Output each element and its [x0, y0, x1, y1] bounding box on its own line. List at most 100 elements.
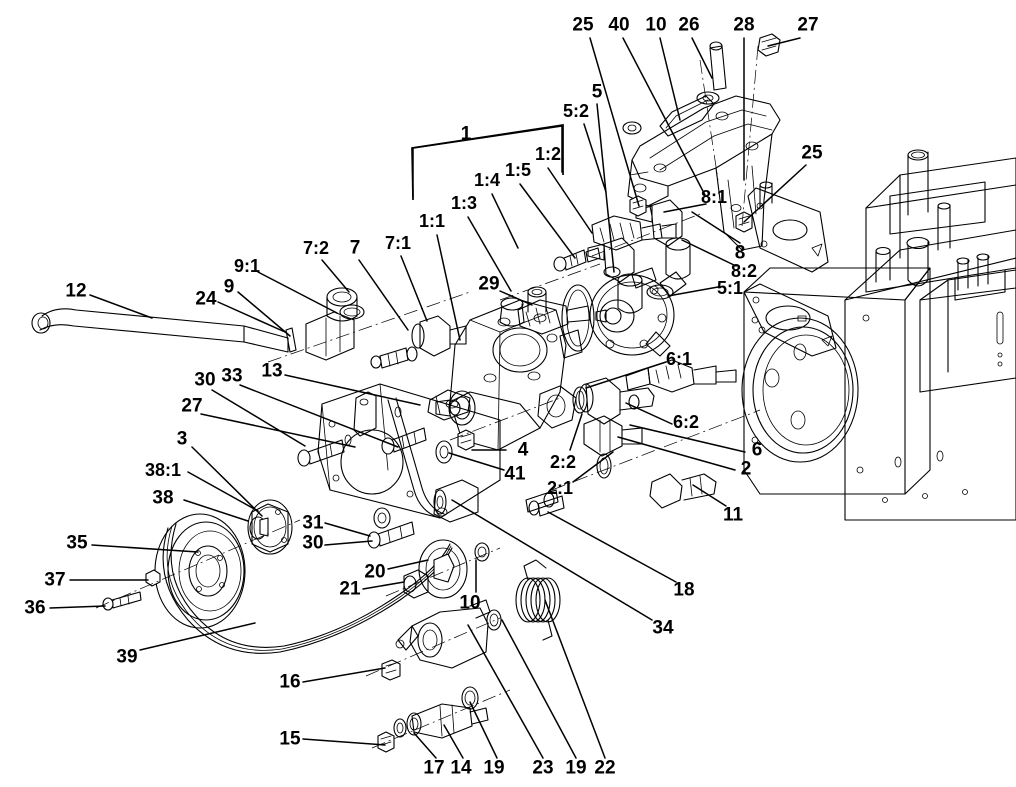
leader-line	[767, 37, 801, 47]
leader-line	[324, 540, 373, 546]
callout-16: 16	[279, 671, 301, 693]
engine-block-group	[741, 149, 1016, 521]
callout-21: 21	[339, 578, 361, 600]
callout-38-1: 38:1	[144, 460, 182, 480]
callout-36: 36	[24, 597, 46, 619]
callout-5: 5	[591, 81, 603, 103]
leader-line	[451, 499, 653, 621]
callout-25: 25	[572, 14, 594, 36]
pump-mount-plate	[747, 181, 829, 273]
leader-line	[544, 599, 606, 759]
leader-line	[362, 581, 405, 590]
callout-22: 22	[594, 757, 616, 779]
leader-line	[596, 103, 615, 273]
leader-lines	[49, 37, 807, 759]
callout-27: 27	[797, 14, 819, 36]
leader-line	[239, 384, 399, 448]
callout-8-1: 8:1	[700, 187, 728, 207]
callout-38: 38	[152, 487, 174, 509]
callout-39: 39	[116, 646, 138, 668]
callout-6-1: 6:1	[665, 349, 693, 369]
callout-6: 6	[751, 439, 763, 461]
leader-line	[692, 484, 727, 507]
callout-26: 26	[678, 14, 700, 36]
callout-20: 20	[364, 561, 386, 583]
main-pump-body	[435, 286, 583, 451]
leader-line	[302, 667, 386, 683]
leader-line	[284, 374, 421, 406]
leader-line	[663, 203, 707, 213]
callout-10: 10	[459, 592, 481, 614]
callout-11: 11	[722, 504, 744, 526]
leader-line	[400, 255, 428, 322]
callout-3: 3	[176, 428, 188, 450]
callout-5-2: 5:2	[562, 101, 590, 121]
leader-line	[667, 286, 719, 297]
callout-19: 19	[565, 757, 587, 779]
callout-27: 27	[181, 395, 203, 417]
leader-line	[412, 125, 563, 149]
hose-12-group	[31, 287, 471, 369]
leader-line	[49, 605, 106, 609]
leader-line	[622, 37, 706, 196]
callout-2-2: 2:2	[549, 452, 577, 472]
callout-9-1: 9:1	[233, 256, 261, 276]
callout-19: 19	[483, 757, 505, 779]
leader-line	[257, 271, 338, 314]
leader-line	[436, 234, 461, 341]
leader-line	[547, 167, 593, 234]
callout-1-2: 1:2	[534, 144, 562, 164]
leader-line	[324, 522, 371, 537]
leader-line	[467, 216, 512, 292]
belt-pulley-group	[95, 499, 453, 654]
callout-17: 17	[423, 757, 445, 779]
callout-7-2: 7:2	[302, 238, 330, 258]
centerlines	[449, 45, 761, 491]
callout-34: 34	[652, 617, 674, 639]
callout-6-2: 6:2	[672, 412, 700, 432]
callout-31: 31	[302, 512, 324, 534]
leader-line	[358, 259, 409, 331]
leader-line	[200, 413, 356, 448]
leader-line	[191, 446, 263, 517]
leader-line	[139, 622, 256, 651]
leader-line	[91, 544, 199, 553]
callout-1-3: 1:3	[450, 193, 478, 213]
hardware-group	[297, 33, 781, 549]
callout-40: 40	[608, 14, 630, 36]
idler-tension-group	[365, 479, 561, 753]
leader-line	[467, 624, 544, 759]
callout-37: 37	[44, 569, 66, 591]
callout-23: 23	[532, 757, 554, 779]
leader-line	[443, 724, 464, 759]
mounting-plate	[317, 383, 501, 519]
callout-1-5: 1:5	[504, 160, 532, 180]
callout-8-2: 8:2	[730, 261, 758, 281]
leader-line	[691, 211, 741, 244]
callout-30: 30	[302, 532, 324, 554]
leader-line	[547, 511, 677, 583]
callout-1-1: 1:1	[418, 211, 446, 231]
leader-line	[629, 424, 746, 453]
callout-12: 12	[65, 280, 87, 302]
leader-line	[413, 732, 437, 759]
callout-2: 2	[740, 458, 752, 480]
callout-5-1: 5:1	[716, 278, 744, 298]
callout-7-1: 7:1	[384, 233, 412, 253]
leader-line	[659, 37, 681, 121]
callout-18: 18	[673, 579, 695, 601]
leader-line	[491, 193, 519, 249]
callout-33: 33	[221, 365, 243, 387]
callout-24: 24	[195, 288, 217, 310]
callout-35: 35	[66, 532, 88, 554]
leader-line	[469, 701, 498, 759]
leader-line	[448, 452, 505, 471]
callout-9: 9	[223, 276, 235, 298]
leader-line	[187, 471, 259, 512]
leader-line	[572, 451, 614, 483]
leader-line	[211, 389, 306, 447]
leader-line	[321, 259, 350, 293]
callout-29: 29	[478, 273, 500, 295]
leader-line	[589, 37, 640, 207]
